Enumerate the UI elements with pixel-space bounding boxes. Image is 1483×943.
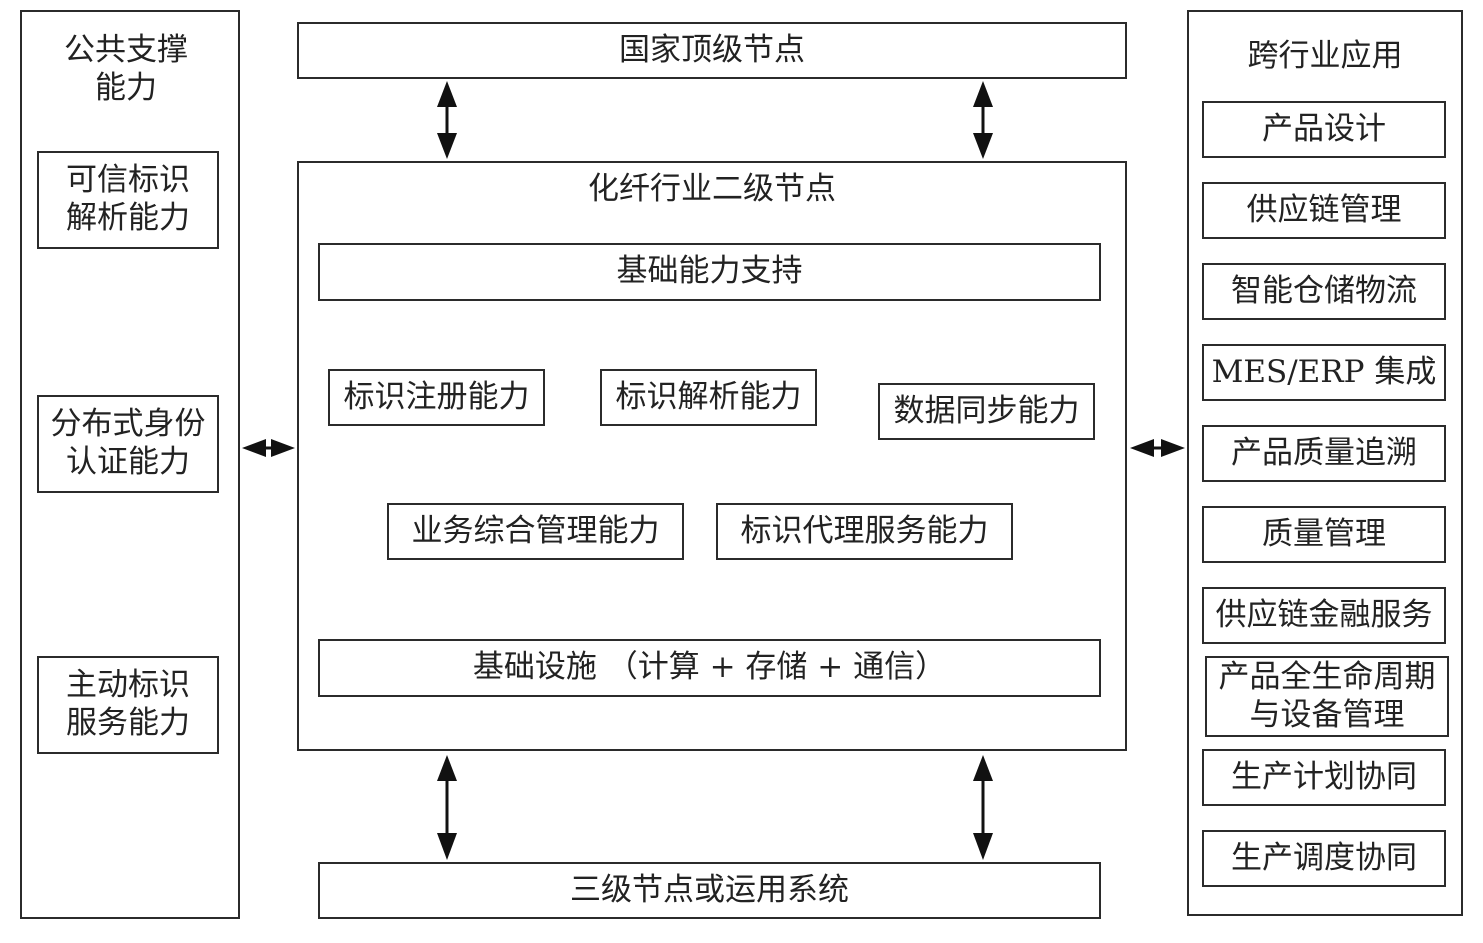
arrow-bottom-left bbox=[437, 755, 457, 860]
right-item-production-schedule: 生产调度协同 bbox=[1202, 830, 1446, 887]
arrow-top-left bbox=[437, 81, 457, 159]
left-item-distributed-identity: 分布式身份 认证能力 bbox=[37, 395, 219, 493]
left-item-trusted-resolution: 可信标识 解析能力 bbox=[37, 151, 219, 249]
right-panel-title: 跨行业应用 bbox=[1247, 38, 1403, 74]
right-item-lifecycle: 产品全生命周期 与设备管理 bbox=[1205, 656, 1449, 737]
center-node bbox=[297, 161, 1127, 751]
right-item-supply-finance: 供应链金融服务 bbox=[1202, 587, 1446, 644]
right-item-product-design: 产品设计 bbox=[1202, 101, 1446, 158]
capability-resolution: 标识解析能力 bbox=[600, 369, 817, 426]
right-item-production-plan: 生产计划协同 bbox=[1202, 749, 1446, 806]
left-panel bbox=[20, 10, 240, 919]
arrow-top-right bbox=[973, 81, 993, 159]
capability-data-sync: 数据同步能力 bbox=[878, 383, 1095, 440]
right-item-mes-erp: MES/ERP 集成 bbox=[1202, 344, 1446, 401]
capability-proxy-service: 标识代理服务能力 bbox=[716, 503, 1013, 560]
arrow-right-horizontal bbox=[1130, 439, 1185, 457]
left-panel-title: 公共支撑 能力 bbox=[64, 32, 188, 106]
capability-business-mgmt: 业务综合管理能力 bbox=[387, 503, 684, 560]
arrow-bottom-right bbox=[973, 755, 993, 860]
arrow-left-horizontal bbox=[242, 439, 295, 457]
bottom-node: 三级节点或运用系统 bbox=[318, 862, 1101, 919]
top-node: 国家顶级节点 bbox=[297, 22, 1127, 79]
basic-support-box: 基础能力支持 bbox=[318, 243, 1101, 301]
center-title: 化纤行业二级节点 bbox=[588, 171, 836, 207]
right-panel bbox=[1187, 10, 1463, 916]
right-item-smart-warehouse: 智能仓储物流 bbox=[1202, 263, 1446, 320]
right-item-supply-chain: 供应链管理 bbox=[1202, 182, 1446, 239]
infrastructure-box: 基础设施 （计算 + 存储 + 通信） bbox=[318, 639, 1101, 697]
right-item-quality-mgmt: 质量管理 bbox=[1202, 506, 1446, 563]
capability-register: 标识注册能力 bbox=[328, 369, 545, 426]
left-item-active-identifier: 主动标识 服务能力 bbox=[37, 656, 219, 754]
right-item-quality-trace: 产品质量追溯 bbox=[1202, 425, 1446, 482]
